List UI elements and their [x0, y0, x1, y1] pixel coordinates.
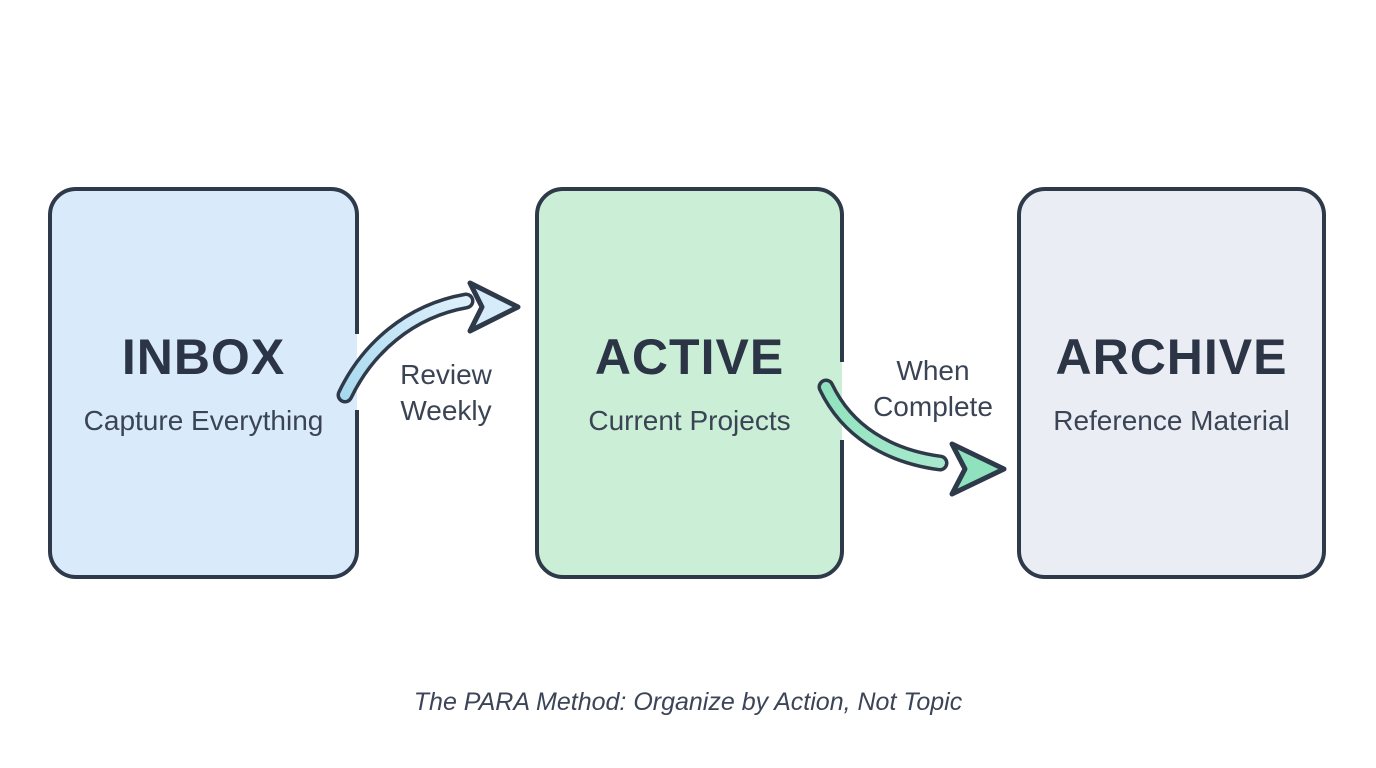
archive-box — [1017, 187, 1326, 579]
archive-subtitle: Reference Material — [1053, 405, 1290, 436]
inbox-subtitle: Capture Everything — [83, 405, 324, 436]
active-title: ACTIVE — [594, 329, 785, 385]
diagram-caption: The PARA Method: Organize by Action, Not… — [413, 688, 963, 716]
inbox-title: INBOX — [121, 329, 286, 385]
arrow-head — [467, 280, 521, 334]
when-complete-label: When Complete — [841, 353, 1025, 425]
arrow-review-weekly — [336, 280, 521, 404]
arrow-tail — [821, 382, 945, 468]
review-weekly-label-line2: Weekly — [400, 395, 492, 426]
when-complete-label-line1: When — [896, 355, 970, 386]
arrow-when-complete — [817, 378, 1007, 497]
archive-title: ARCHIVE — [1055, 329, 1288, 385]
when-complete-label-line2: Complete — [873, 391, 993, 422]
active-subtitle: Current Projects — [588, 405, 791, 436]
arrow-tail — [340, 296, 471, 400]
review-weekly-label: Review Weekly — [356, 357, 536, 429]
review-weekly-label-line1: Review — [400, 359, 492, 390]
arrow-head — [949, 441, 1007, 497]
